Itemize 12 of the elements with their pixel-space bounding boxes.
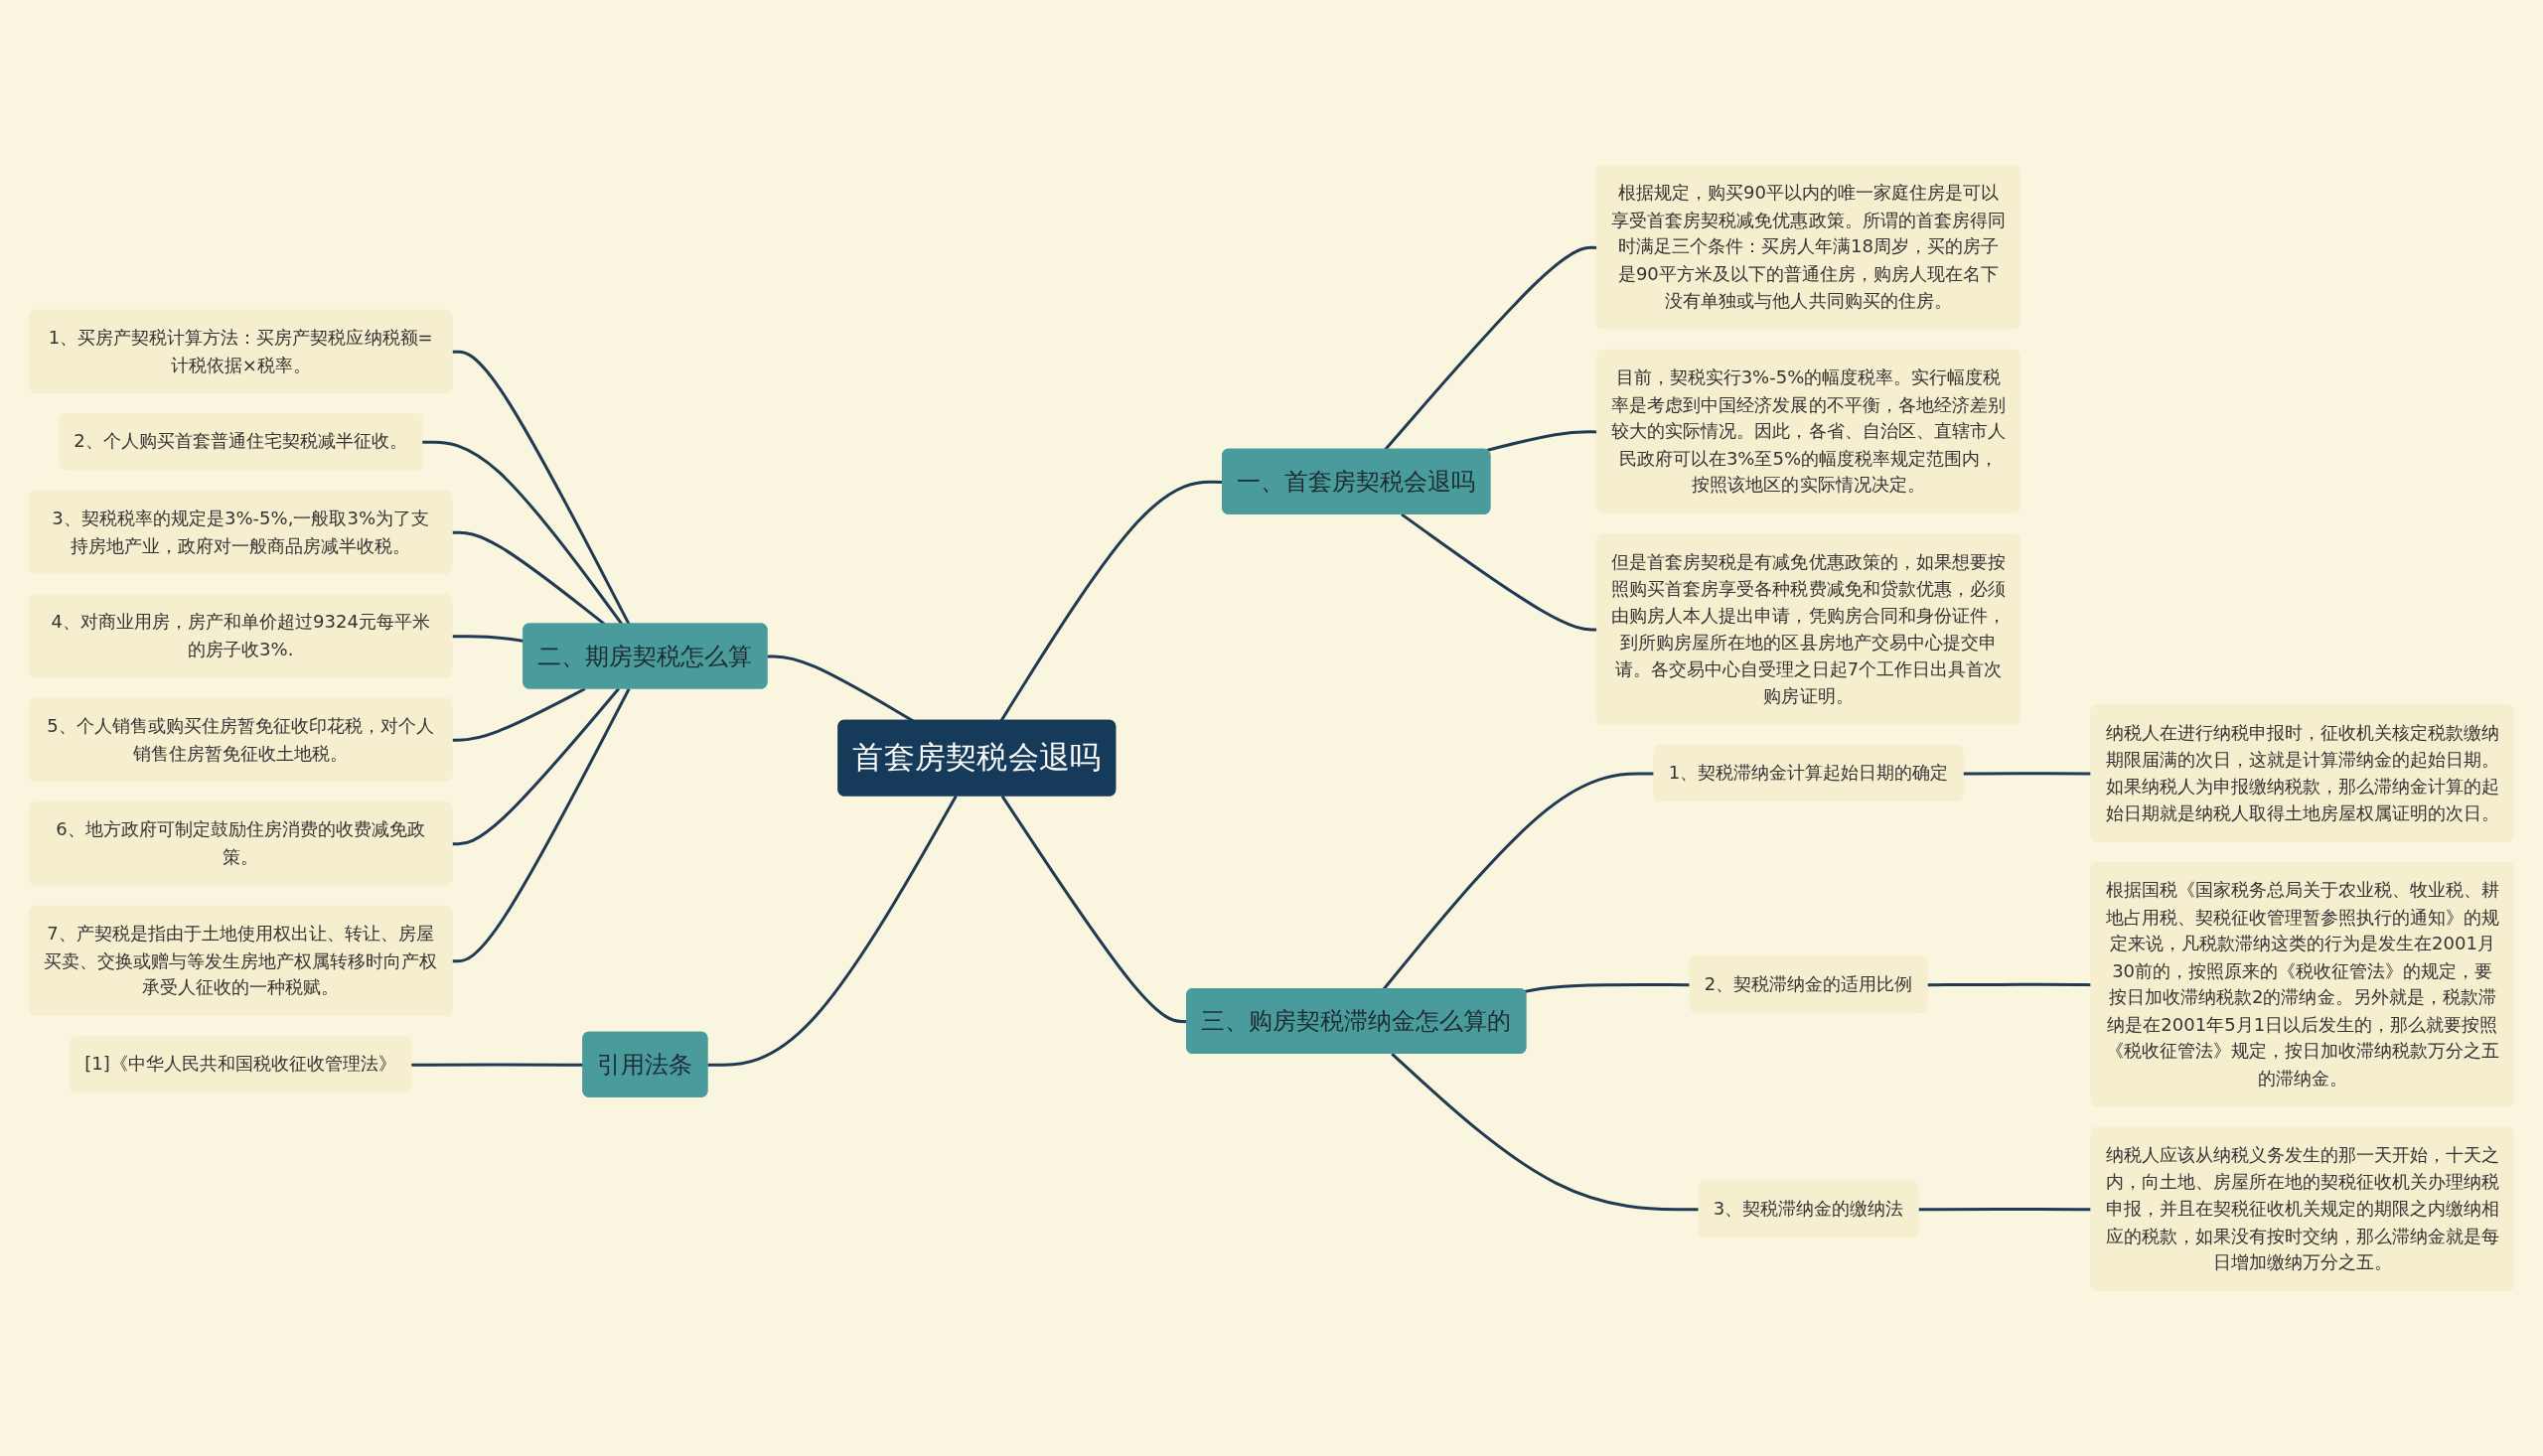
connector: [452, 530, 606, 626]
connector: [1524, 983, 1691, 993]
connector: [1391, 1052, 1700, 1212]
connector: [1963, 772, 2092, 776]
connector: [1927, 982, 2092, 987]
connector: [452, 687, 631, 963]
connector: [707, 795, 958, 1067]
connector: [422, 440, 624, 626]
connector: [452, 687, 620, 846]
connector: [1918, 1207, 2092, 1212]
connector: [452, 687, 586, 742]
connector: [452, 350, 631, 626]
